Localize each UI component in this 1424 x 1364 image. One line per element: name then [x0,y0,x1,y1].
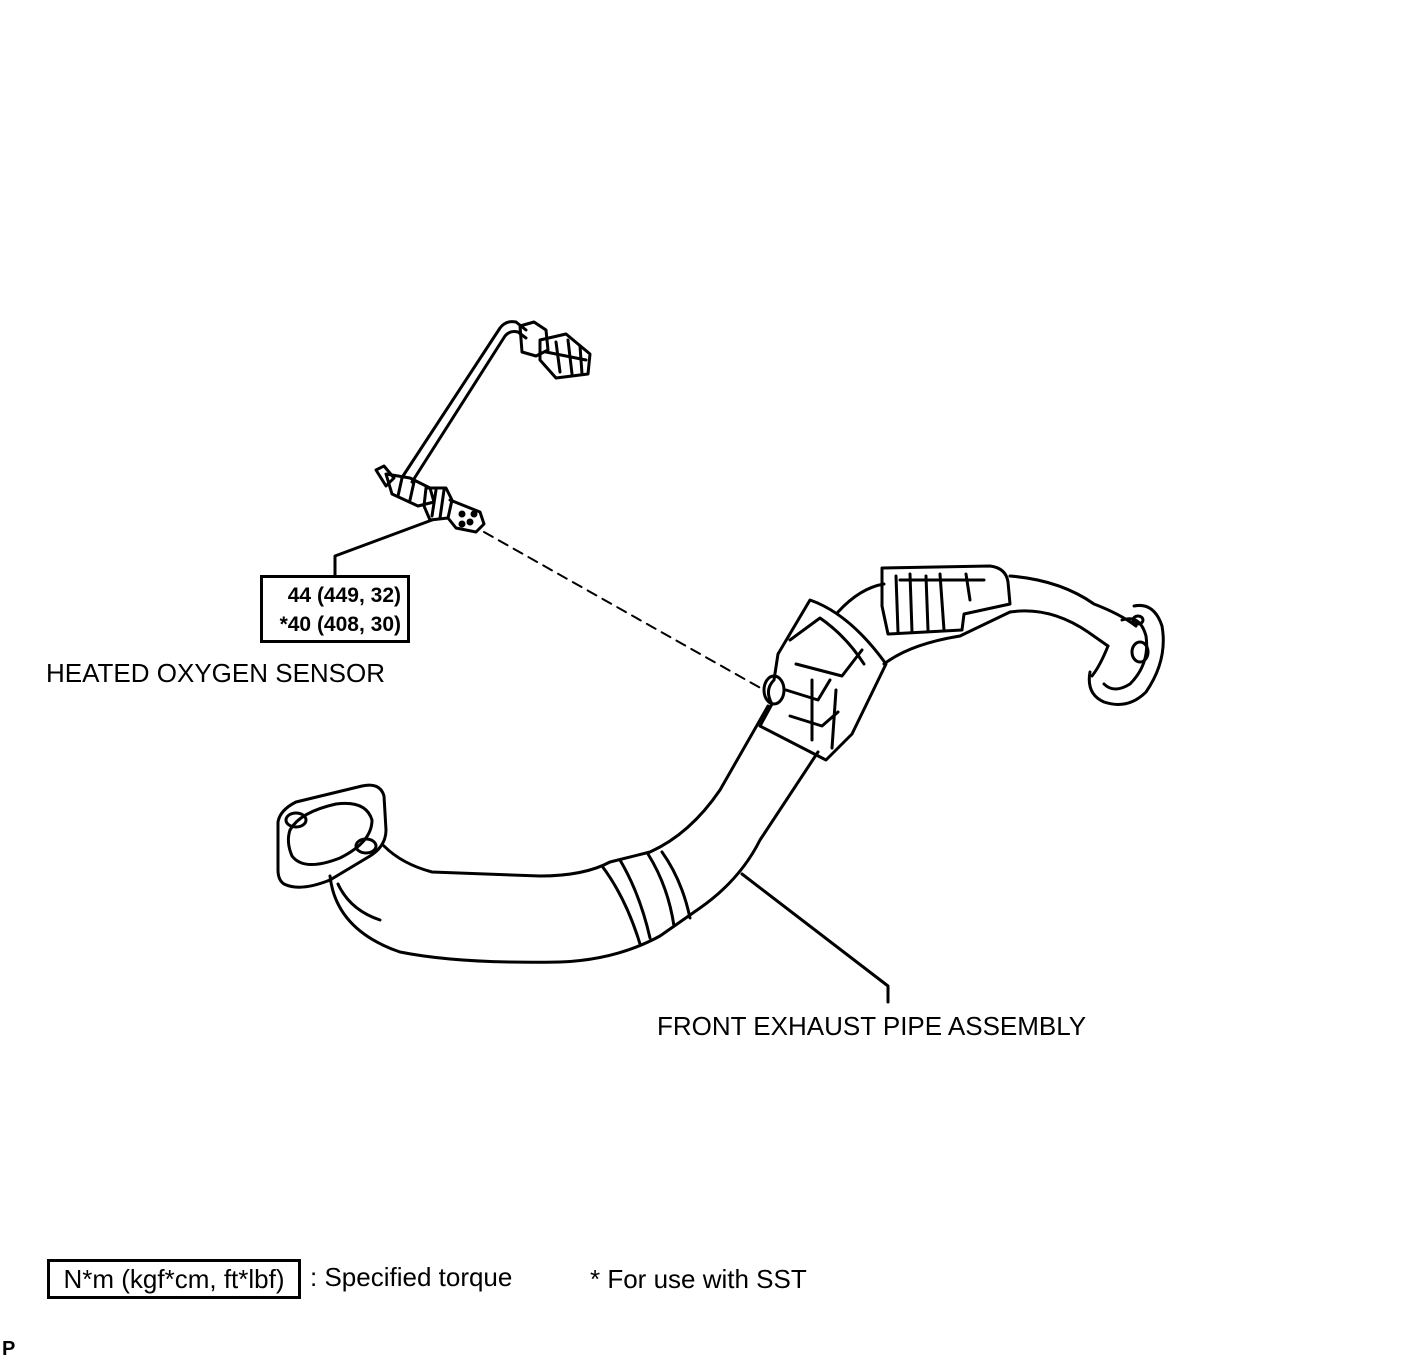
oxygen-sensor [374,320,592,534]
torque-spec-box: 44 (449, 32) *40 (408, 30) [260,575,410,643]
sensor-torque-leader [333,518,434,577]
torque-value-standard: 44 (449, 32) [287,584,401,607]
sst-note: * For use with SST [590,1264,807,1294]
torque-value-sst: *40 (408, 30) [279,613,401,636]
pipe-lower-edge [328,750,820,964]
sensor-wire [401,320,528,478]
corner-mark: P [2,1338,16,1360]
sensor-connector [518,320,592,380]
flex-joint [600,850,692,946]
install-dashed-line [483,531,765,691]
upper-shield [880,564,1012,636]
pipe-label: FRONT EXHAUST PIPE ASSEMBLY [657,1011,1087,1041]
inlet-flange [276,783,388,889]
sensor-body [374,464,486,534]
torque-unit-box: N*m (kgf*cm, ft*lbf) [47,1259,301,1299]
heat-shield [758,598,888,762]
pipe-upper-edge [382,704,770,878]
exhaust-pipe [276,564,1165,964]
torque-unit-desc: : Specified torque [310,1262,513,1292]
pipe-label-leader [740,872,890,1004]
sensor-label: HEATED OXYGEN SENSOR [46,658,386,688]
outlet-flange [1087,603,1165,706]
